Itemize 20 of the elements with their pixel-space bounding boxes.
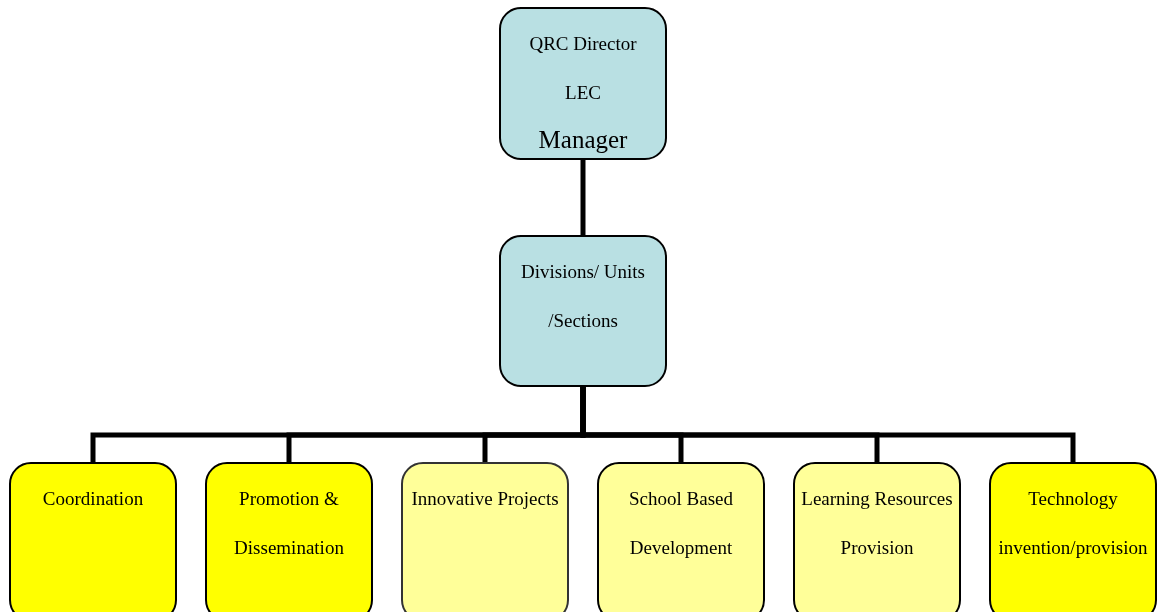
- org-unit-box: [205, 462, 373, 612]
- org-unit-box: [597, 462, 765, 612]
- box-label: Innovative Projects: [410, 487, 560, 511]
- org-unit-box: [9, 462, 177, 612]
- box-label: QRC Director: [528, 32, 638, 56]
- box-label: LEC: [564, 81, 602, 105]
- org-unit-box: [793, 462, 961, 612]
- connector-line: [580, 160, 586, 235]
- box-label: Manager: [537, 125, 629, 155]
- org-unit-box: [401, 462, 569, 612]
- box-label: School Based Development: [628, 487, 734, 560]
- box-label: Technology invention/provision: [997, 487, 1149, 560]
- box-label: Coordination: [41, 487, 145, 511]
- box-label: Divisions/ Units /Sections: [519, 260, 647, 333]
- connector-line: [580, 387, 1076, 462]
- org-unit-box: [499, 7, 667, 160]
- org-unit-box: [989, 462, 1157, 612]
- box-label: Learning Resources Provision: [800, 487, 954, 560]
- box-label: Promotion & Dissemination: [233, 487, 345, 560]
- org-unit-box: [499, 235, 667, 387]
